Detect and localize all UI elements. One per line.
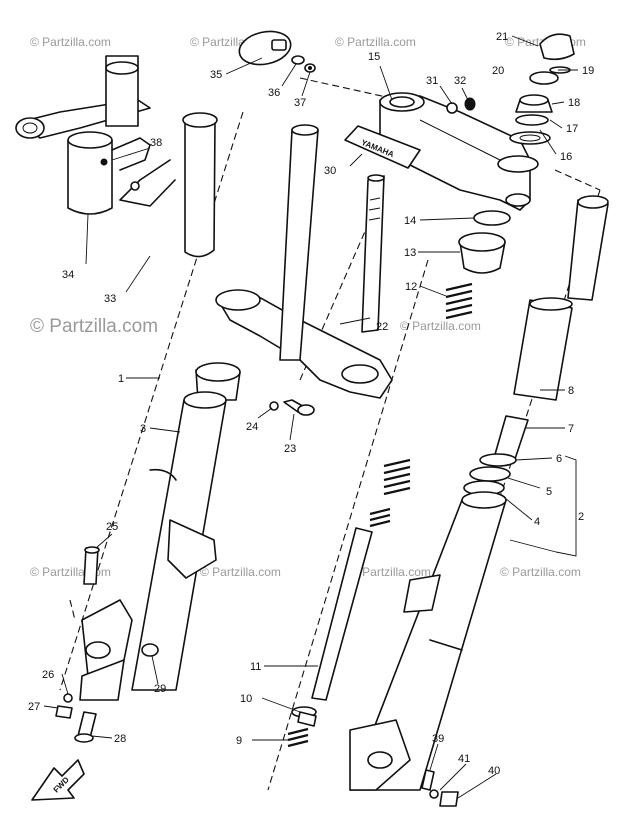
callout-34: 34 xyxy=(62,269,74,281)
callout-10: 10 xyxy=(240,693,252,705)
callout-27: 27 xyxy=(28,701,40,713)
dash-line-center xyxy=(267,259,429,791)
part-39 xyxy=(421,769,435,791)
nut-27 xyxy=(55,705,73,719)
callout-32: 32 xyxy=(454,75,466,87)
fork-assembly-left xyxy=(79,124,319,701)
callout-19: 19 xyxy=(582,65,594,77)
washer-6 xyxy=(479,453,517,467)
spring-lower xyxy=(287,458,411,748)
dash-line-top xyxy=(299,77,401,101)
callout-29: 29 xyxy=(154,683,166,695)
washer-41 xyxy=(429,789,439,799)
watermark-small: © Partzilla.com xyxy=(200,565,281,579)
watermark-small: © Partzilla.com xyxy=(400,319,481,333)
headlight-bracket-34 xyxy=(15,55,151,215)
spring-12 xyxy=(445,282,473,320)
watermark-large: © Partzilla.com xyxy=(30,316,158,337)
callout-14: 14 xyxy=(404,215,416,227)
damper-rod-11 xyxy=(291,527,373,727)
leader-lines xyxy=(43,35,578,799)
watermark-small: © Partzilla.com xyxy=(350,565,431,579)
callout-26: 26 xyxy=(42,669,54,681)
callout-22: 22 xyxy=(376,321,388,333)
right-hardware xyxy=(421,769,459,807)
callout-38: 38 xyxy=(150,137,162,149)
callouts: 1 2 3 4 5 6 7 8 9 10 11 12 13 14 15 16 1… xyxy=(28,31,594,777)
callout-5: 5 xyxy=(546,486,552,498)
watermark-small: © Partzilla.com xyxy=(500,565,581,579)
bolt-29 xyxy=(141,643,159,657)
callout-15: 15 xyxy=(368,51,380,63)
callout-39: 39 xyxy=(432,733,444,745)
bolt-31-32 xyxy=(446,97,476,114)
fork-cover-33 xyxy=(119,112,218,258)
washer-26 xyxy=(63,693,73,703)
callout-7: 7 xyxy=(568,423,574,435)
dash-line-upper-right xyxy=(554,169,601,191)
dash-line-stem xyxy=(299,219,371,381)
callout-33: 33 xyxy=(104,293,116,305)
callout-20: 20 xyxy=(492,65,504,77)
race-16 xyxy=(509,131,551,145)
callout-18: 18 xyxy=(568,97,580,109)
callout-12: 12 xyxy=(405,281,417,293)
callout-4: 4 xyxy=(534,516,540,528)
left-hardware xyxy=(55,546,159,743)
bolt-23-24 xyxy=(269,399,315,416)
callout-6: 6 xyxy=(556,453,562,465)
callout-17: 17 xyxy=(566,123,578,135)
bolt-40 xyxy=(439,791,459,807)
callout-9: 9 xyxy=(236,735,242,747)
callout-28: 28 xyxy=(114,733,126,745)
emblem-30: YAMAHA xyxy=(344,125,421,169)
callout-16: 16 xyxy=(560,151,572,163)
callout-3: 3 xyxy=(140,423,146,435)
callout-40: 40 xyxy=(488,765,500,777)
callout-36: 36 xyxy=(268,87,280,99)
callout-2: 2 xyxy=(578,511,584,523)
seal-5 xyxy=(469,466,511,482)
callout-11: 11 xyxy=(250,661,261,673)
watermark-small: © Partzilla.com xyxy=(30,35,111,49)
callout-8: 8 xyxy=(568,385,574,397)
callout-41: 41 xyxy=(458,753,470,765)
callout-30: 30 xyxy=(324,165,336,177)
cap-35 xyxy=(238,30,316,73)
callout-37: 37 xyxy=(294,97,306,109)
callout-35: 35 xyxy=(210,69,222,81)
washer-20 xyxy=(529,71,559,85)
boot-8 xyxy=(513,299,573,401)
steering-parts xyxy=(509,33,575,145)
callout-13: 13 xyxy=(404,247,416,259)
callout-24: 24 xyxy=(246,421,258,433)
callout-1: 1 xyxy=(118,373,124,385)
callout-31: 31 xyxy=(426,75,438,87)
callout-21: 21 xyxy=(496,31,508,43)
cap-21 xyxy=(539,33,575,61)
fork-assembly-right xyxy=(349,195,609,791)
dash-line-axle xyxy=(69,599,76,621)
upper-bracket-15 xyxy=(379,92,539,211)
spring-seat-13-14 xyxy=(458,210,511,274)
callout-23: 23 xyxy=(284,443,296,455)
callout-25: 25 xyxy=(106,521,118,533)
ring-17 xyxy=(515,114,549,126)
watermark-small: © Partzilla.com xyxy=(335,35,416,49)
fwd-arrow-icon: FWD xyxy=(31,759,85,801)
